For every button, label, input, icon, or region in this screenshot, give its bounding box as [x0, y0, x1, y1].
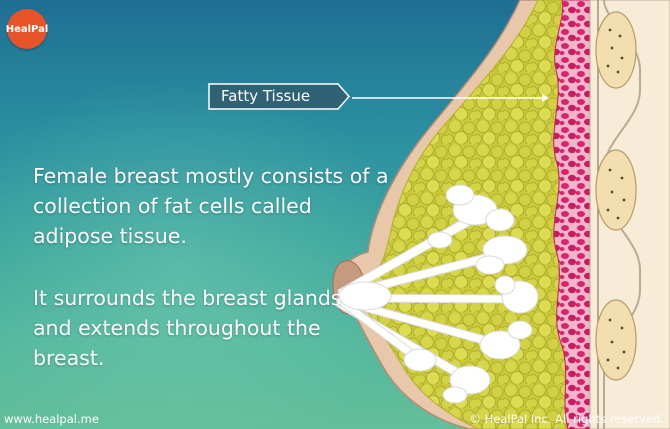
milk-ducts	[335, 184, 539, 404]
chest-wall	[589, 0, 670, 429]
description-paragraph-1: Female breast mostly consists of a colle…	[33, 164, 389, 248]
fatty-tissue-callout: Fatty Tissue	[208, 83, 350, 110]
callout-label: Fatty Tissue	[221, 87, 311, 105]
callout-pointer-arrowhead	[542, 94, 549, 102]
description-paragraph-2: It surrounds the breast glands and exten…	[33, 286, 342, 370]
gland-tissue-layer	[553, 0, 591, 429]
healpal-logo[interactable]: HealPal	[6, 9, 48, 49]
copyright-notice: © HealPal Inc. All rights reserved.	[469, 412, 664, 426]
website-link[interactable]: www.healpal.me	[4, 412, 99, 426]
callout-box	[208, 83, 350, 110]
